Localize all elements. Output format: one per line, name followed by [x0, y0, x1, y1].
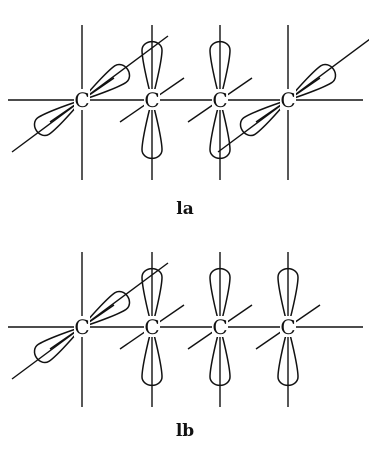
panel-1a-carbon-2-p-lobe-upper [141, 40, 163, 103]
panel-1a-carbon-3-label-backing [212, 89, 228, 110]
panel-1b-carbon-1-p-lobe-lower [33, 325, 85, 364]
panel-1a-carbon-4-p-lobe-upper [285, 63, 337, 102]
panel-1b-carbon-3: C [187, 252, 253, 407]
panel-1a-carbon-4-p-lobe-lower [239, 98, 291, 137]
panel-1a-carbon-2-p-lobe-lower [141, 97, 163, 160]
panel-1b-carbon-4-symbol: C [280, 315, 295, 339]
panel-1a-carbon-3-p-lobe-lower [209, 97, 231, 160]
panel-1b-carbon-1-label-backing [74, 316, 90, 337]
panel-1a-carbon-4-label-backing [280, 89, 296, 110]
panel-1b-carbon-1: C [11, 252, 169, 407]
panel-1b-carbon-3-symbol: C [212, 315, 227, 339]
panel-1a-carbon-3-symbol: C [212, 88, 227, 112]
panel-1b-carbon-4-p-lobe-upper [277, 267, 299, 330]
panel-1a-caption: la [176, 199, 193, 219]
panel-1b-carbon-3-p-lobe-lower [209, 324, 231, 387]
panel-1b-carbon-2-label-backing [144, 316, 160, 337]
panel-1b-carbon-1-symbol: C [74, 315, 89, 339]
panel-1b-carbon-2: C [119, 252, 185, 407]
panel-1b-carbon-1-p-lobe-upper [79, 290, 131, 329]
panel-1a-carbon-1-label-backing [74, 89, 90, 110]
panel-1b-carbon-2-symbol: C [144, 315, 159, 339]
panel-1b-carbon-4: C [255, 252, 321, 407]
panel-1b-carbon-2-p-lobe-lower [141, 324, 163, 387]
panel-1a-carbon-1-p-lobe-lower [33, 98, 85, 137]
panel-1a-carbon-4-symbol: C [280, 88, 295, 112]
panel-1a-carbon-3-p-lobe-upper [209, 40, 231, 103]
panel-1b-carbon-3-label-backing [212, 316, 228, 337]
panel-1a-carbon-2: C [119, 25, 185, 180]
panel-1b-carbon-2-p-lobe-upper [141, 267, 163, 330]
panel-1a-carbon-4: C [217, 25, 369, 180]
panel-1b-carbon-3-p-lobe-upper [209, 267, 231, 330]
panel-1a-carbon-2-symbol: C [144, 88, 159, 112]
panel-1b-caption: lb [176, 421, 194, 441]
panel-1a-carbon-3: C [187, 25, 253, 180]
panel-1b-carbon-4-label-backing [280, 316, 296, 337]
panel-1a-carbon-1-p-lobe-upper [79, 63, 131, 102]
panel-1a-carbon-2-label-backing [144, 89, 160, 110]
panel-1a-carbon-1-symbol: C [74, 88, 89, 112]
panel-1b-carbon-4-p-lobe-lower [277, 324, 299, 387]
